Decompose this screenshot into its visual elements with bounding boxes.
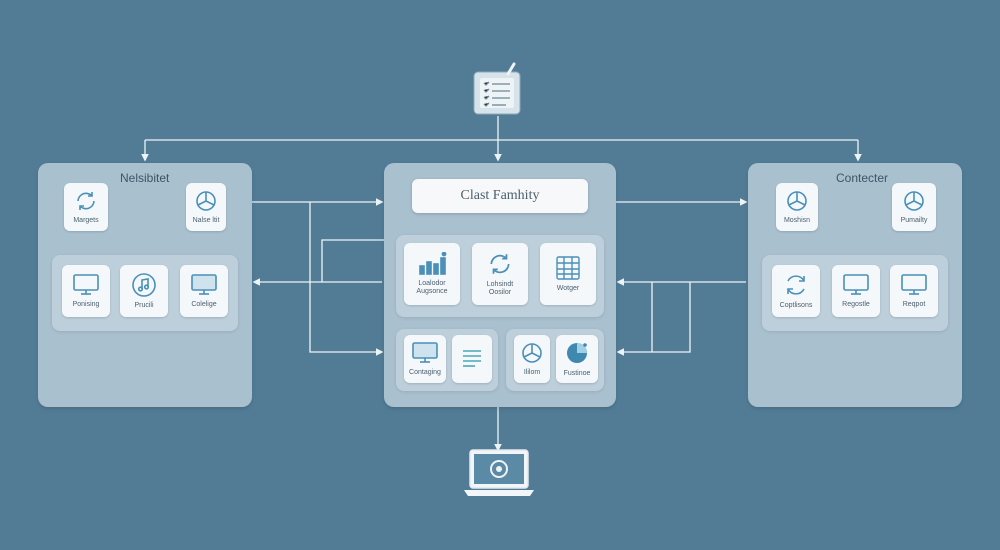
tile-label: Loalodor Augsonce (416, 280, 448, 295)
document-lines-icon (463, 350, 481, 367)
right-tile-coptlisons[interactable]: Coptlisons (772, 265, 820, 317)
tile-label: Prucili (134, 302, 154, 309)
globe-icon (567, 343, 587, 363)
right-tile-regostle[interactable]: Regostle (832, 265, 880, 317)
center-tile-contaging[interactable]: Contaging (404, 335, 446, 383)
center-tile-ililom[interactable]: Ililom (514, 335, 550, 383)
top-clipboard-node[interactable] (472, 62, 524, 116)
center-row1-group: Loalodor Augsonce Lohsindt Oosilor Wotge… (396, 235, 604, 317)
left-tile-colelige[interactable]: Colelige (180, 265, 228, 317)
bottom-laptop-node[interactable] (464, 448, 534, 498)
center-row2-group-b: Ililom Fustinoe (506, 329, 604, 391)
tile-label: Margets (73, 217, 99, 224)
right-panel: Contecter Moshisn Pumailty Coptlisons Re… (748, 163, 962, 407)
center-tile-document[interactable] (452, 335, 492, 383)
tile-label: Fustinoe (563, 370, 591, 377)
center-tile-oosilor[interactable]: Lohsindt Oosilor (472, 243, 528, 305)
tile-label: Ililom (523, 369, 541, 376)
left-tile-margets[interactable]: Margets (64, 183, 108, 231)
center-tile-wotger[interactable]: Wotger (540, 243, 596, 305)
center-tile-fustinoe[interactable]: Fustinoe (556, 335, 598, 383)
tile-label: Ponising (72, 301, 100, 308)
left-group: Ponising Prucili Colelige (52, 255, 238, 331)
left-tile-prucili[interactable]: Prucili (120, 265, 168, 317)
right-tile-pumailty[interactable]: Pumailty (892, 183, 936, 231)
music-note-icon (132, 273, 156, 297)
tile-label: Regostle (842, 301, 870, 308)
tile-label: Reqpot (902, 301, 926, 308)
center-panel-title: Clast Famhity (412, 179, 588, 213)
grid-table-icon (556, 256, 580, 280)
monitor-icon (191, 274, 217, 295)
laptop-icon (464, 449, 534, 496)
pie-chart-icon (196, 191, 216, 211)
right-tile-reqpot[interactable]: Reqpot (890, 265, 938, 317)
monitor-icon (412, 342, 438, 363)
tile-label: Wotger (556, 285, 580, 292)
pie-chart-icon (904, 191, 924, 211)
right-group: Coptlisons Regostle Reqpot (762, 255, 948, 331)
left-tile-nalse[interactable]: Nalse ltit (186, 183, 226, 231)
monitor-icon (901, 274, 927, 295)
tile-label: Moshisn (783, 217, 811, 224)
center-tile-augsonce[interactable]: Loalodor Augsonce (404, 243, 460, 305)
tile-label: Lohsindt Oosilor (486, 281, 514, 296)
tile-label: Pumailty (900, 217, 928, 224)
tile-label: Colelige (191, 301, 217, 308)
tile-label: Contaging (409, 369, 441, 376)
checklist-clipboard-icon (473, 62, 521, 115)
left-panel-title: Nelsibitet (120, 171, 170, 185)
wire-left-loop (309, 202, 384, 356)
sync-arrows-icon (787, 275, 805, 295)
center-panel: Clast Famhity Loalodor Augsonce Lohsindt… (384, 163, 616, 407)
bar-chart-icon (419, 252, 447, 275)
refresh-cycle-icon (490, 254, 510, 274)
right-panel-title: Contecter (836, 171, 889, 185)
pie-chart-icon (522, 343, 542, 363)
wire-right-loop (616, 282, 691, 356)
monitor-icon (843, 274, 869, 295)
left-panel: Nelsibitet Margets Nalse ltit Ponising P… (38, 163, 252, 407)
center-row2-group-a: Contaging (396, 329, 498, 391)
refresh-cycle-icon (77, 192, 95, 210)
tile-label: Nalse ltit (192, 217, 220, 224)
left-tile-ponising[interactable]: Ponising (62, 265, 110, 317)
tile-label: Coptlisons (779, 302, 813, 309)
monitor-icon (73, 274, 99, 295)
pie-chart-icon (787, 191, 807, 211)
right-tile-moshisn[interactable]: Moshisn (776, 183, 818, 231)
